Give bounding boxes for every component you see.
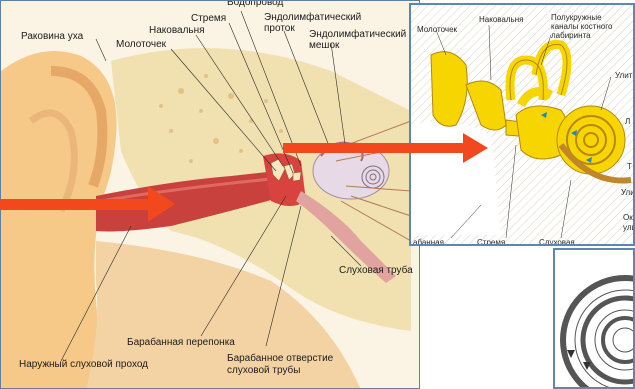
label-endolymphatic-sac-line1: Эндолимфатический [309,29,406,40]
label-incus: Наковальня [149,25,205,36]
inset-detail-panel: Молоточек Наковальня Полукружные каналы … [409,3,635,246]
inset-label-right1: Л [625,117,630,126]
inset-drawing [411,5,635,246]
label-endolymphatic-duct-line1: Эндолимфатический [264,12,361,23]
label-malleus: Молоточек [116,39,166,50]
label-stapes: Стремя [191,13,226,24]
label-tympanic-opening-line1: Барабанное отверстие [227,353,333,364]
cochlea-detail-panel [553,248,635,389]
inset-label-right2: Т [627,162,632,171]
inset-label-right3: Ули [621,188,635,197]
inset-cochlea [557,106,625,174]
label-external-canal: Наружный слуховой проход [19,359,148,370]
label-auditory-tube: Слуховая труба [339,265,413,276]
canal-wall [411,122,501,235]
inset-label-right5: ули [623,223,635,232]
label-endolymphatic-sac-line2: мешок [309,40,339,51]
inset-label-auditory: Слуховая [539,238,575,246]
label-tympanic-membrane: Барабанная перепонка [127,337,235,348]
inset-label-stapes: Стремя [477,238,505,246]
main-ear-illustration: Раковина уха Молоточек Наковальня Стремя… [0,0,420,389]
label-auricle: Раковина уха [21,31,83,42]
cochlea-drawing [555,250,635,389]
inset-label-right4: Ок [623,213,633,222]
inset-label-incus: Наковальня [479,15,523,24]
inset-label-malleus: Молоточек [417,25,457,34]
inset-label-canals-line2: каналы костного [551,22,612,31]
inset-label-tympanic: абанная [413,238,444,246]
cochlea-spiral [563,278,635,389]
label-tympanic-opening-line2: слуховой трубы [227,365,300,376]
ear-drawing [1,1,420,389]
inset-label-cochlea: Улитк [615,71,635,80]
inset-label-canals-line3: лабиринта [551,31,591,40]
label-endolymphatic-duct-line2: проток [264,23,295,34]
label-aqueduct: Водопровод [227,0,283,8]
inset-label-canals-line1: Полукружные [551,13,602,22]
inner-ear [313,143,389,199]
